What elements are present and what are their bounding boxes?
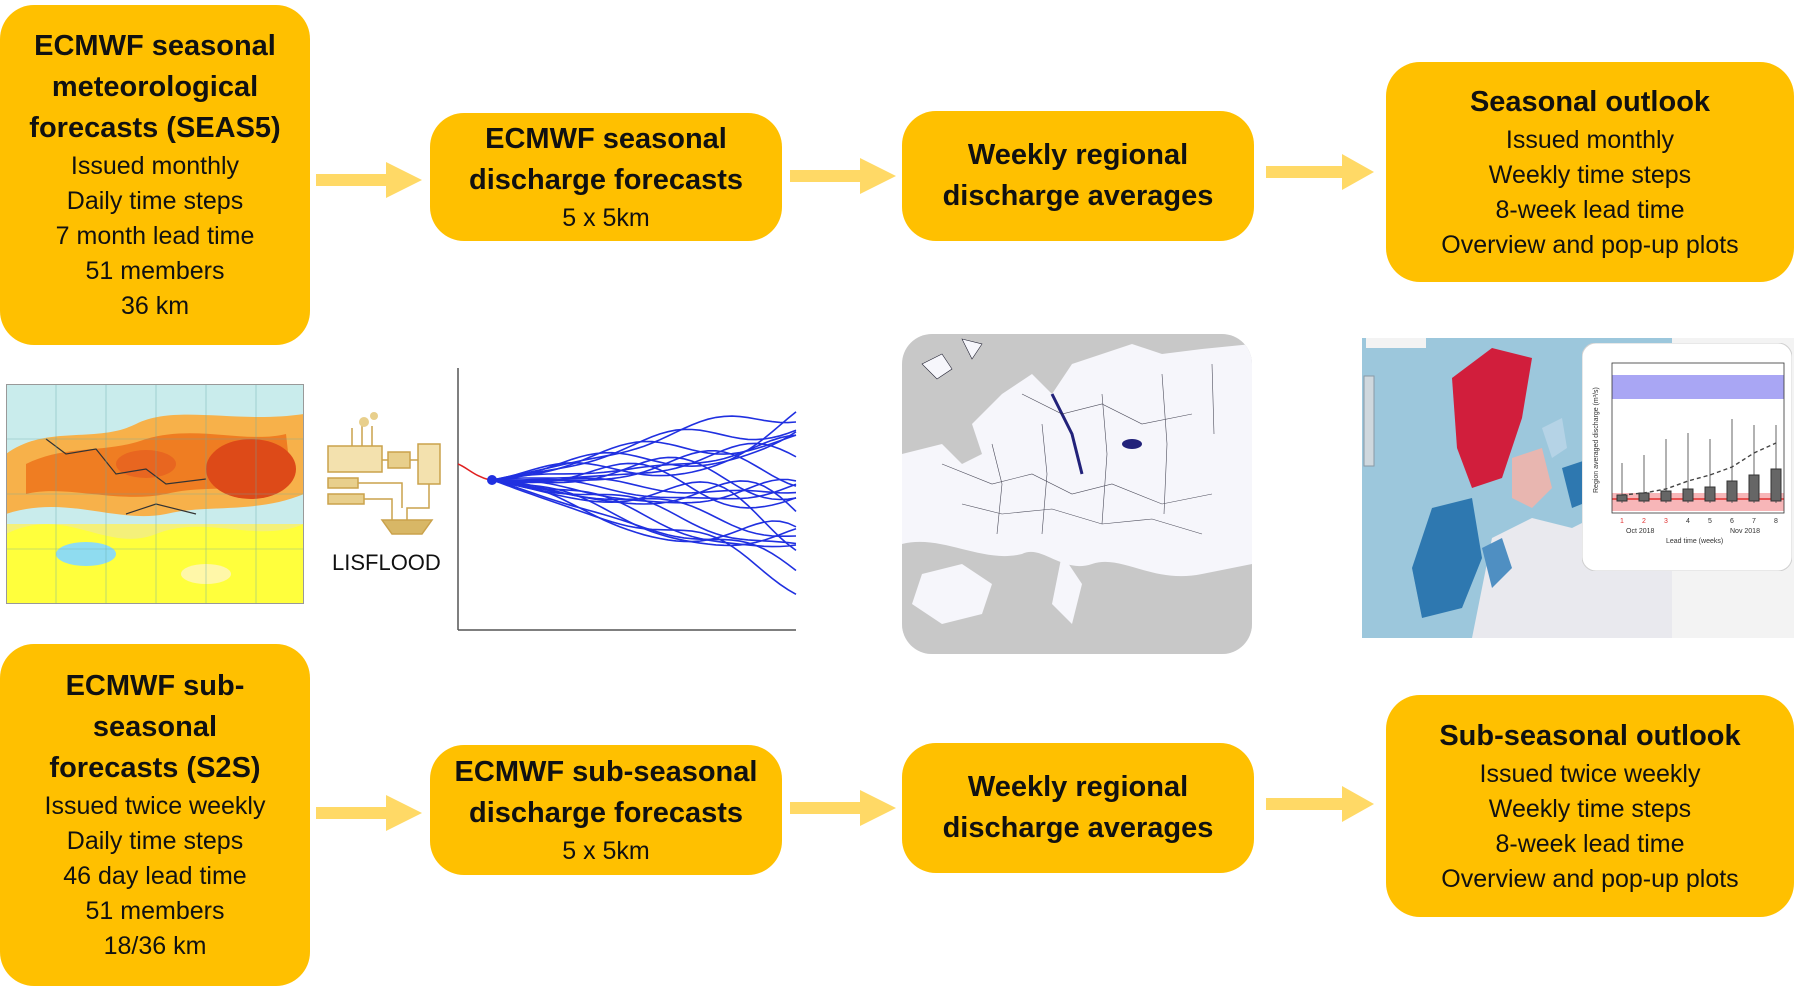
box-detail-line: 8-week lead time (1495, 195, 1685, 224)
box-detail-line: Issued twice weekly (1479, 759, 1701, 788)
box-detail-line: 5 x 5km (562, 203, 650, 232)
arrow-icon (316, 795, 422, 831)
ensemble-member-line (491, 479, 797, 572)
arrow-icon (790, 790, 896, 826)
boxplot-box (1726, 480, 1738, 502)
boxplot-box (1616, 494, 1628, 502)
box-title-line: discharge averages (942, 812, 1214, 844)
box-detail-line: 18/36 km (103, 932, 207, 960)
ensemble-member-line (491, 434, 797, 481)
box-detail-line: Daily time steps (66, 187, 244, 215)
boxplot-month-label: Nov 2018 (1730, 528, 1760, 535)
boxplot-tick-label: 2 (1642, 518, 1646, 525)
boxplot-month-label: Oct 2018 (1626, 528, 1655, 535)
s2s-forecast-box: ECMWF sub-seasonal forecasts (S2S) Issued … (0, 644, 310, 986)
weekly-averages-box: Weekly regional discharge averages (902, 111, 1254, 241)
europe-regions-map (902, 334, 1252, 654)
boxplot-box (1682, 488, 1694, 502)
box-title-line: Sub-seasonal outlook (1439, 719, 1741, 752)
box-title-line: meteorological (51, 71, 259, 103)
arrow-icon (1266, 154, 1374, 190)
lisflood-label: LISFLOOD (332, 550, 441, 575)
box-title-line: discharge averages (942, 180, 1214, 212)
box-title-line: forecasts (S2S) (49, 752, 261, 784)
box-title-line: Seasonal outlook (1469, 85, 1711, 118)
box-title-line: seasonal (92, 711, 218, 743)
boxplot-ylabel: Region averaged discharge (m³/s) (1593, 387, 1600, 493)
lisflood-schematic-icon (327, 412, 441, 535)
box-title-line: Weekly regional (967, 771, 1189, 803)
ensemble-discharge-plot (457, 368, 797, 631)
boxplot-box (1660, 490, 1672, 502)
arrow-icon (316, 162, 422, 198)
boxplot-box (1770, 468, 1782, 502)
box-detail-line: Weekly time steps (1488, 794, 1692, 823)
arrow-icon (790, 158, 896, 194)
box-detail-line: Weekly time steps (1488, 160, 1692, 189)
boxplot-tick-label: 6 (1730, 518, 1734, 525)
ensemble-member-line (491, 442, 797, 481)
box-detail-line: Issued monthly (1505, 125, 1675, 154)
boxplot-tick-label: 3 (1664, 518, 1668, 525)
box-detail-line: Issued twice weekly (44, 792, 266, 820)
outlook-viewer-screenshot: 1 2 3 4 5 6 7 8 Region averaged discharge (m³/s… (1362, 338, 1794, 638)
boxplot-box (1748, 474, 1760, 502)
boxplot-box (1638, 492, 1650, 502)
boxplot-box (1704, 486, 1716, 502)
box-title-line: discharge forecasts (468, 163, 743, 196)
boxplot-xlabel: Lead time (weeks) (1666, 538, 1723, 545)
arrow-icon (1266, 786, 1374, 822)
box-detail-line: Daily time steps (66, 827, 244, 855)
boxplot-tick-label: 4 (1686, 518, 1690, 525)
boxplot-tick-label: 5 (1708, 518, 1712, 525)
ensemble-member-line (491, 479, 797, 595)
box-detail-line: 5 x 5km (562, 836, 650, 865)
ensemble-member-line (491, 478, 797, 500)
seas5-forecast-box: ECMWF seasonal meteorological forecasts (S… (0, 5, 310, 345)
ensemble-member-line (491, 428, 797, 481)
box-detail-line: 8-week lead time (1495, 829, 1685, 858)
ensemble-member-line (491, 431, 797, 481)
box-title-line: ECMWF seasonal (34, 30, 276, 62)
ensemble-member-line (491, 477, 797, 494)
box-detail-line: 51 members (85, 897, 225, 925)
box-detail-line: 36 km (120, 292, 190, 320)
box-detail-line: Issued monthly (70, 152, 240, 180)
box-title-line: ECMWF sub- (65, 670, 245, 702)
seasonal-discharge-box: ECMWF seasonal discharge forecasts 5 x 5km (430, 113, 782, 241)
box-title-line: discharge forecasts (468, 796, 743, 829)
ensemble-member-line (491, 479, 797, 543)
box-title-line: ECMWF seasonal (485, 122, 727, 155)
meteorological-forecast-map (6, 384, 304, 604)
box-title-line: ECMWF sub-seasonal (454, 755, 758, 788)
subseasonal-discharge-box: ECMWF sub-seasonal discharge forecasts 5 x… (430, 745, 782, 875)
box-detail-line: Overview and pop-up plots (1441, 230, 1739, 259)
box-detail-line: 51 members (85, 257, 225, 285)
box-detail-line: 46 day lead time (63, 862, 247, 890)
box-title-line: Weekly regional (967, 139, 1189, 171)
boxplot-tick-label: 8 (1774, 518, 1778, 525)
box-title-line: forecasts (SEAS5) (29, 112, 281, 144)
boxplot-tick-label: 7 (1752, 518, 1756, 525)
box-detail-line: Overview and pop-up plots (1441, 864, 1739, 893)
weekly-averages-box: Weekly regional discharge averages (902, 743, 1254, 873)
boxplot-tick-label: 1 (1620, 518, 1624, 525)
box-detail-line: 7 month lead time (55, 222, 255, 250)
